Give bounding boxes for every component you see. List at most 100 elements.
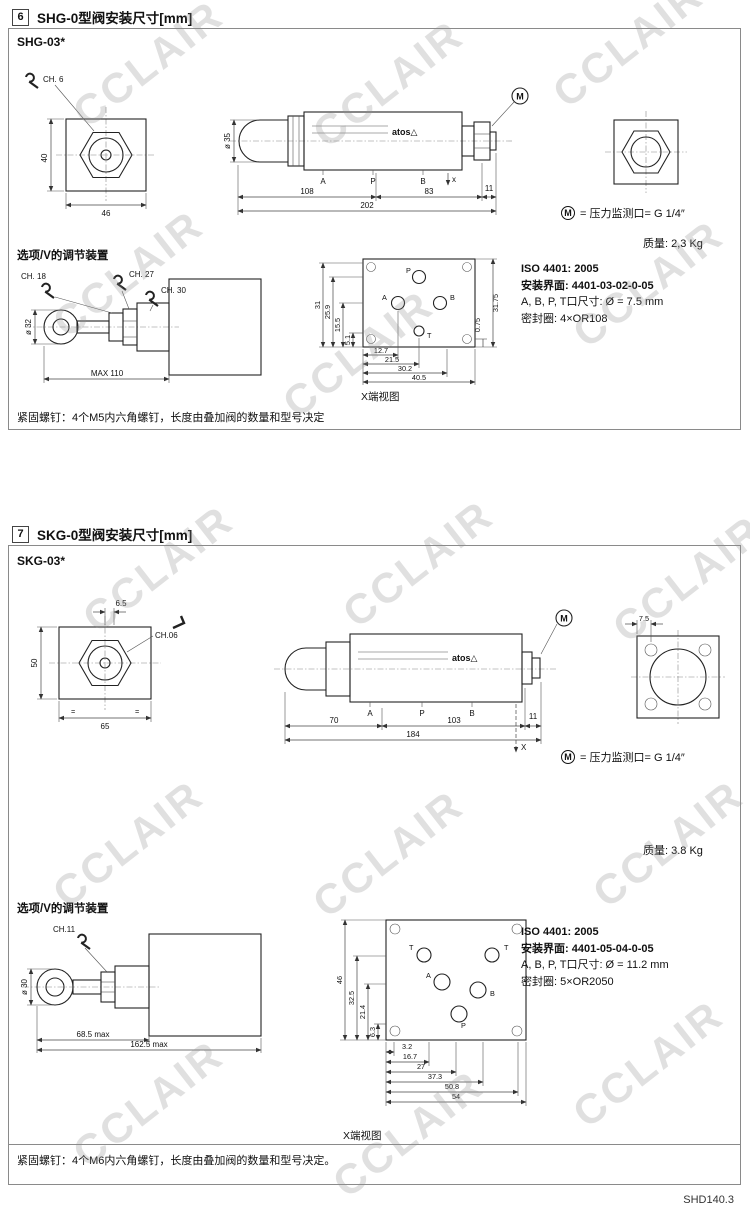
iso-seal: 密封圈: 5×OR2050 xyxy=(521,975,614,988)
iso-standard: ISO 4401: 2005 xyxy=(521,263,599,275)
dim-15-5: 15.5 xyxy=(333,318,342,332)
m-port-label: M xyxy=(560,614,568,624)
dim-70: 70 xyxy=(330,716,339,725)
section6-header: 6 SHG-0型阀安装尺寸[mm] xyxy=(12,7,192,27)
dim-37-3: 37.3 xyxy=(428,1072,442,1081)
dim-50: 50 xyxy=(30,658,39,667)
section6-number: 6 xyxy=(12,8,29,26)
port-t1-label: T xyxy=(409,943,414,952)
x-view-caption: X端视图 xyxy=(343,1130,382,1142)
x-section-marker: x xyxy=(452,175,456,184)
dim-3-2: 3.2 xyxy=(402,1042,412,1051)
dim-184: 184 xyxy=(406,730,420,739)
ch18-label: CH. 18 xyxy=(21,272,46,281)
section7-header: 7 SKG-0型阀安装尺寸[mm] xyxy=(12,524,192,544)
iso-port-size: A, B, P, T口尺寸: Ø = 7.5 mm xyxy=(521,296,664,308)
adjust-knob xyxy=(43,309,79,345)
section7-note: 紧固螺钉：4个M6内六角螺钉，长度由叠加阀的数量和型号决定。 xyxy=(17,1155,336,1167)
model-skg03: SKG-03* xyxy=(17,554,66,568)
note-divider xyxy=(9,1144,740,1145)
dim-54: 54 xyxy=(452,1092,460,1101)
dim-103: 103 xyxy=(447,716,461,725)
x-section-marker: X xyxy=(521,743,527,752)
shg-option-v-view: CH. 18 CH. 27 CH. 30 ø 32 MAX 110 xyxy=(21,270,262,383)
solenoid-cap xyxy=(284,647,326,691)
port-b-label: B xyxy=(420,177,425,186)
option-v-title: 选项/V的调节装置 xyxy=(17,250,109,262)
hex-nut xyxy=(78,639,132,687)
shg-interface-view: P A B T 5.1 15.5 25.9 31 31.75 0.75 xyxy=(313,258,500,385)
atos-logo: atos△ xyxy=(452,653,478,663)
valve-body xyxy=(349,633,523,703)
dim-83: 83 xyxy=(425,187,434,196)
port-a xyxy=(433,973,451,991)
iso-standard: ISO 4401: 2005 xyxy=(521,926,599,938)
ch06-label: CH.06 xyxy=(155,631,178,640)
ch30-label: CH. 30 xyxy=(161,286,186,295)
x-view-caption: X端视图 xyxy=(361,391,400,403)
valve-body-edge xyxy=(148,933,262,1037)
port-p-label: P xyxy=(461,1021,466,1030)
port-a-label: A xyxy=(320,177,326,186)
dim-31-75: 31.75 xyxy=(491,294,500,312)
iso-seal: 密封圈: 4×OR108 xyxy=(521,312,608,325)
port-p-label: P xyxy=(419,709,424,718)
hex-nut xyxy=(79,131,133,179)
dim-68-5max: 68.5 max xyxy=(77,1030,110,1039)
shg-end-view xyxy=(605,111,687,193)
iso-interface: 安装界面: 4401-03-02-0-05 xyxy=(521,279,654,292)
port-t-label: T xyxy=(427,331,432,340)
section6-title: SHG-0型阀安装尺寸[mm] xyxy=(37,11,193,26)
skg-side-view: atos△ A P B M X 70 103 11 184 xyxy=(274,609,573,753)
shg-flange-top-view: CH. 6 40 46 xyxy=(24,72,156,218)
section7-box: SKG-03* 6.5 CH.06 50 = = 65 xyxy=(8,545,741,1185)
page-code: SHD140.3 xyxy=(683,1194,734,1206)
dim-65: 65 xyxy=(101,722,110,731)
mass-value: 质量: 3.8 Kg xyxy=(643,845,703,857)
m-port-circle xyxy=(511,87,529,105)
model-shg03: SHG-03* xyxy=(17,35,66,49)
port-b xyxy=(469,981,487,999)
dim-40-5: 40.5 xyxy=(412,373,426,382)
option-v-title: 选项/V的调节装置 xyxy=(17,903,109,915)
dim-108: 108 xyxy=(300,187,314,196)
port-t2-label: T xyxy=(504,943,509,952)
m-port-label: M xyxy=(516,92,524,102)
dim-202: 202 xyxy=(360,201,374,210)
dim-50-8: 50.8 xyxy=(445,1082,459,1091)
iso-spec-block: ISO 4401: 2005 安装界面: 4401-05-04-0-05 A, … xyxy=(521,924,669,990)
dim-6-3: 6.3 xyxy=(368,1027,377,1037)
port-t xyxy=(413,325,425,337)
dim-16-7: 16.7 xyxy=(403,1052,417,1061)
port-a-label: A xyxy=(426,971,431,980)
dim-27: 27 xyxy=(417,1062,425,1071)
adjust-knob xyxy=(36,968,74,1006)
dim-12-7: 12.7 xyxy=(374,346,388,355)
dim-5-1: 5.1 xyxy=(343,335,352,345)
mounting-plate xyxy=(362,258,476,348)
skg-option-v-view: CH.11 ø 30 68.5 max 162.5 max xyxy=(20,925,262,1053)
solenoid-cap xyxy=(238,119,288,163)
dim-11: 11 xyxy=(529,712,538,721)
shg-side-view: atos△ A P B x M ø 35 xyxy=(223,87,529,215)
symmetry-mark: = xyxy=(71,707,75,716)
symmetry-mark: = xyxy=(135,707,139,716)
dim-21-4: 21.4 xyxy=(358,1005,367,1019)
atos-logo: atos△ xyxy=(392,127,418,137)
port-b-label: B xyxy=(450,293,455,302)
dim-dia32: ø 32 xyxy=(24,318,33,335)
port-p xyxy=(450,1005,468,1023)
dim-21-5: 21.5 xyxy=(385,355,399,364)
skg-interface-view: T T A B P 6.3 21.4 32.5 46 xyxy=(335,919,527,1106)
ch27-label: CH. 27 xyxy=(129,270,154,279)
ch11-label: CH.11 xyxy=(53,925,76,934)
port-p-label: P xyxy=(370,177,375,186)
dim-7-5: 7.5 xyxy=(639,614,649,623)
mounting-plate xyxy=(385,919,527,1041)
mass-value: 质量: 2,3 Kg xyxy=(643,238,703,250)
port-a xyxy=(390,295,406,311)
port-b-label: B xyxy=(490,989,495,998)
dim-11: 11 xyxy=(485,184,494,193)
dim-32-5: 32.5 xyxy=(347,991,356,1005)
port-p xyxy=(411,269,427,285)
